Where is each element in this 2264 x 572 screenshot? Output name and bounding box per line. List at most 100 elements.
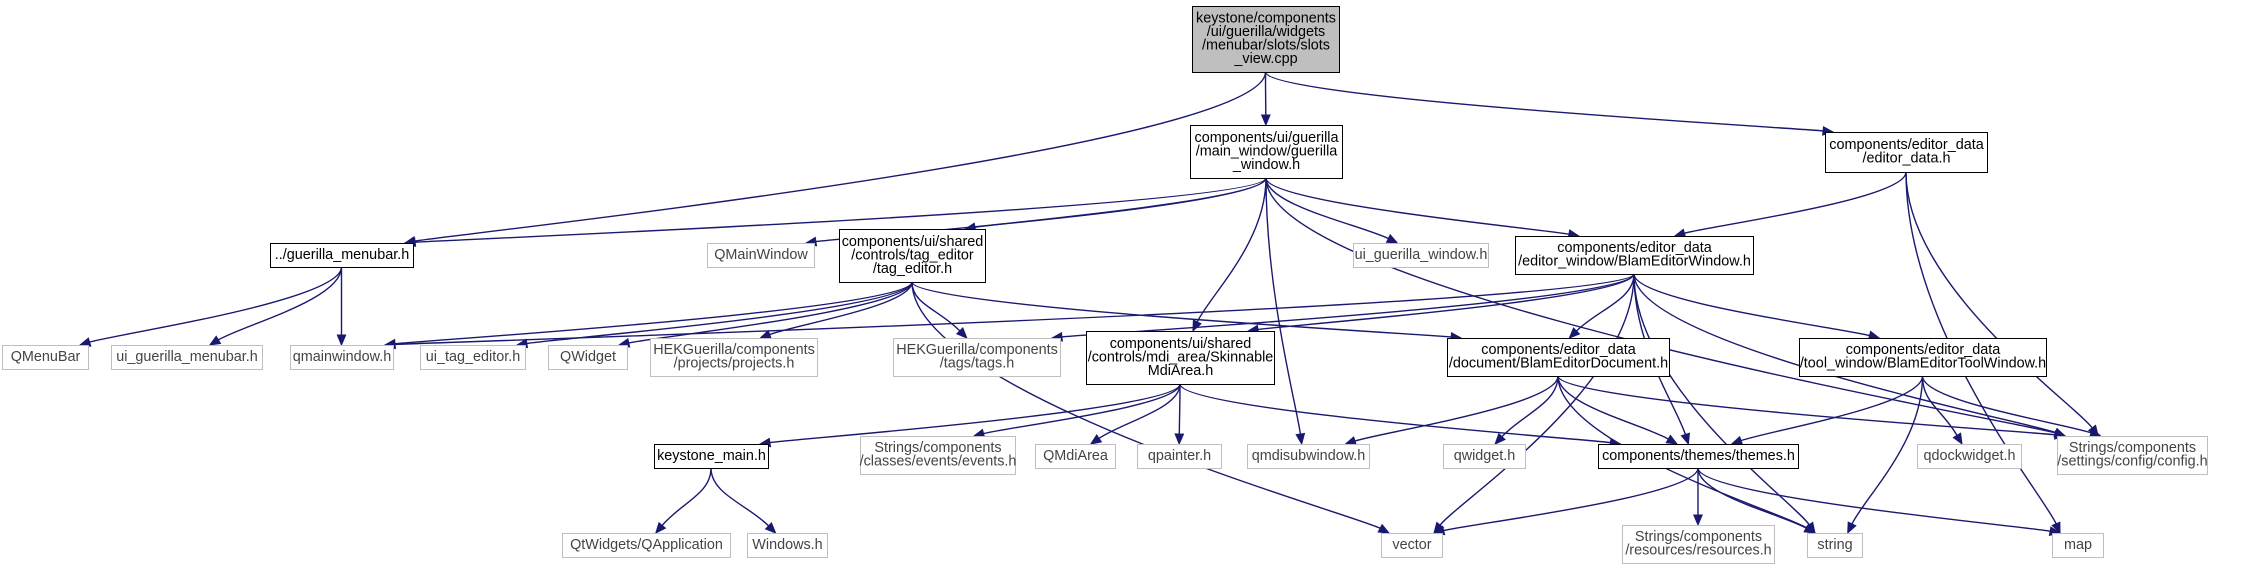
node-label-line: string [1817,537,1852,553]
dependency-edge [1179,383,1622,448]
node-box [893,338,1061,377]
node-box [420,345,526,370]
node-label-line: _window.h [1232,157,1300,173]
node-box [562,533,731,558]
node-ui-tag-editor: ui_tag_editor.h [420,345,526,370]
node-box [1598,444,1799,469]
dependency-edge [403,71,1267,246]
node-qpainter: qpainter.h [1137,444,1222,469]
dependency-edge [1693,467,1703,527]
node-box [1086,331,1275,385]
node-box [548,345,628,370]
dependency-edge [1673,171,1907,238]
node-label-line: ui_guerilla_window.h [1355,247,1488,263]
node-tags-h: HEKGuerilla/components/tags/tags.h [893,338,1061,377]
node-qmainwindow-cls: QMainWindow [707,243,815,268]
dependency-edge [1847,375,1924,535]
node-qwidget-h: qwidget.h [1443,444,1526,469]
node-box [1825,132,1988,173]
node-label-line: components/editor_data [1846,342,2000,358]
node-label-line: /settings/config/config.h [2057,454,2207,470]
node-label-line: components/ui/guerilla [1195,130,1339,146]
dependency-edge [1697,467,1817,534]
node-blam-editor-document[interactable]: components/editor_data/document/BlamEdit… [1447,338,1670,377]
node-box [1190,125,1343,179]
node-label-line: /main_window/guerilla [1196,143,1338,159]
node-tag-editor[interactable]: components/ui/shared/controls/tag_editor… [839,229,986,283]
node-box [270,243,414,268]
node-box [1137,444,1222,469]
node-label-line: components/ui/shared [1110,336,1252,352]
dependency-edge [1260,71,1271,127]
node-box [1443,444,1526,469]
node-box [1807,533,1863,558]
node-keystone-main[interactable]: keystone_main.h [654,444,769,469]
node-qapplication: QtWidgets/QApplication [562,533,731,558]
node-label-line: Strings/components [1635,529,1762,545]
node-slots-view[interactable]: keystone/components/ui/guerilla/widgets/… [1192,6,1340,73]
node-ui-guerilla-window: ui_guerilla_window.h [1353,243,1489,268]
node-events-h: Strings/components/classes/events/events… [860,436,1017,475]
node-editor-data[interactable]: components/editor_data/editor_data.h [1825,132,1988,173]
node-label-line: HEKGuerilla/components [653,342,815,358]
node-box [1917,444,2022,469]
node-config-h: Strings/components/settings/config/confi… [2057,436,2208,475]
node-label-line: /editor_window/BlamEditorWindow.h [1518,254,1751,270]
node-qmainwindow-h: qmainwindow.h [290,345,394,370]
node-label-line: qdockwidget.h [1923,448,2015,464]
node-label-line: qmdisubwindow.h [1252,448,1366,464]
node-themes-h[interactable]: components/themes/themes.h [1598,444,1799,469]
node-label-line: keystone_main.h [657,448,766,464]
dependency-edge [383,281,913,349]
node-qmdisubwindow: qmdisubwindow.h [1247,444,1370,469]
node-blam-editor-tool-window[interactable]: components/editor_data/tool_window/BlamE… [1799,338,2047,377]
node-box [2052,533,2104,558]
node-label-line: /ui/guerilla/widgets [1207,24,1325,40]
node-box [650,338,818,377]
dependency-edge [1246,273,1635,335]
node-label-line: Strings/components [2069,440,2196,456]
node-guerilla-window[interactable]: components/ui/guerilla/main_window/gueri… [1190,125,1343,179]
node-label-line: qwidget.h [1454,448,1516,464]
node-box [839,229,986,283]
dependency-edge [1905,171,2061,535]
dependency-edge [963,177,1267,233]
node-label-line: /document/BlamEditorDocument.h [1449,356,1668,372]
node-windows-h: Windows.h [747,533,828,558]
node-qdockwidget: qdockwidget.h [1917,444,2022,469]
dependency-edge [1265,177,1306,446]
node-box [2,345,89,370]
node-label-line: QMdiArea [1043,448,1108,464]
node-label-line: /projects/projects.h [674,356,795,372]
node-guerilla-menubar[interactable]: ../guerilla_menubar.h [270,243,414,268]
node-blam-editor-window[interactable]: components/editor_data/editor_window/Bla… [1515,236,1754,275]
nodes-layer: keystone/components/ui/guerilla/widgets/… [2,6,2208,564]
node-box [1447,338,1670,377]
node-box [654,444,769,469]
node-box [1035,444,1116,469]
dependency-edge [1432,467,1699,536]
node-label-line: qmainwindow.h [293,349,391,365]
node-projects-h: HEKGuerilla/components/projects/projects… [650,338,818,377]
node-label-line: components/ui/shared [842,234,984,250]
dependency-edge [1433,273,1635,535]
node-label-line: /classes/events/events.h [860,454,1017,470]
dependency-edge [1633,273,1881,341]
node-vector: vector [1381,533,1443,558]
node-box [290,345,394,370]
node-resources-h: Strings/components/resources/resources.h [1622,525,1775,564]
node-label-line: /menubar/slots/slots [1202,38,1330,54]
node-skinnable-mdi[interactable]: components/ui/shared/controls/mdi_area/S… [1086,331,1275,385]
node-box [1799,338,2047,377]
node-label-line: components/editor_data [1481,342,1635,358]
node-label-line: qpainter.h [1148,448,1211,464]
node-label-line: QMenuBar [11,349,81,365]
node-label-line: /tags/tags.h [940,356,1014,372]
node-label-line: /controls/mdi_area/Skinnable [1088,349,1274,365]
dependency-edge [403,177,1267,248]
dependency-edge [78,266,343,347]
node-label-line: /resources/resources.h [1625,543,1771,559]
node-label-line: _view.cpp [1233,51,1297,67]
node-label-line: components/editor_data [1829,137,1983,153]
node-label-line: /editor_data.h [1862,151,1950,167]
